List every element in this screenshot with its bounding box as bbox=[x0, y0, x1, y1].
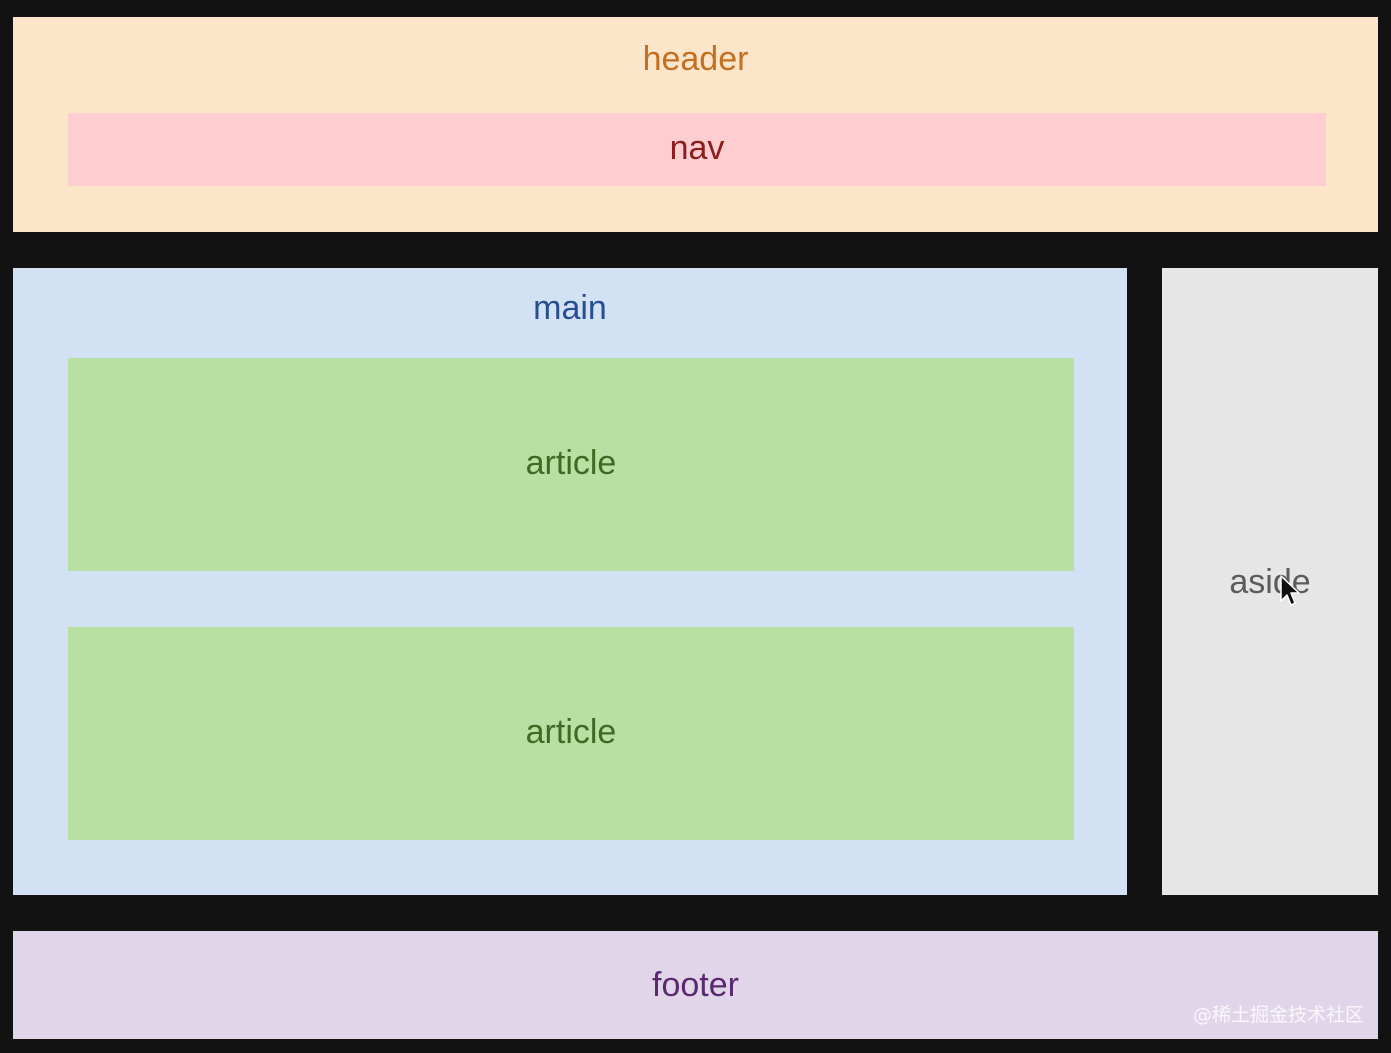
article-label: article bbox=[525, 444, 617, 482]
header-label: header bbox=[642, 40, 749, 78]
nav-label: nav bbox=[669, 129, 725, 167]
article-label: article bbox=[525, 713, 617, 751]
mouse-pointer-icon bbox=[1280, 575, 1300, 606]
watermark: @稀土掘金技术社区 bbox=[1192, 1004, 1364, 1026]
footer-region: footer bbox=[13, 931, 1378, 1039]
header-region: header nav bbox=[13, 17, 1378, 232]
aside-region: aside bbox=[1162, 268, 1378, 895]
main-label: main bbox=[533, 289, 607, 327]
aside-label: aside bbox=[1229, 563, 1311, 601]
article-region: article bbox=[68, 627, 1074, 840]
main-region: main article article bbox=[13, 268, 1127, 895]
footer-label: footer bbox=[652, 966, 739, 1004]
nav-region: nav bbox=[68, 113, 1326, 186]
article-region: article bbox=[68, 358, 1074, 571]
